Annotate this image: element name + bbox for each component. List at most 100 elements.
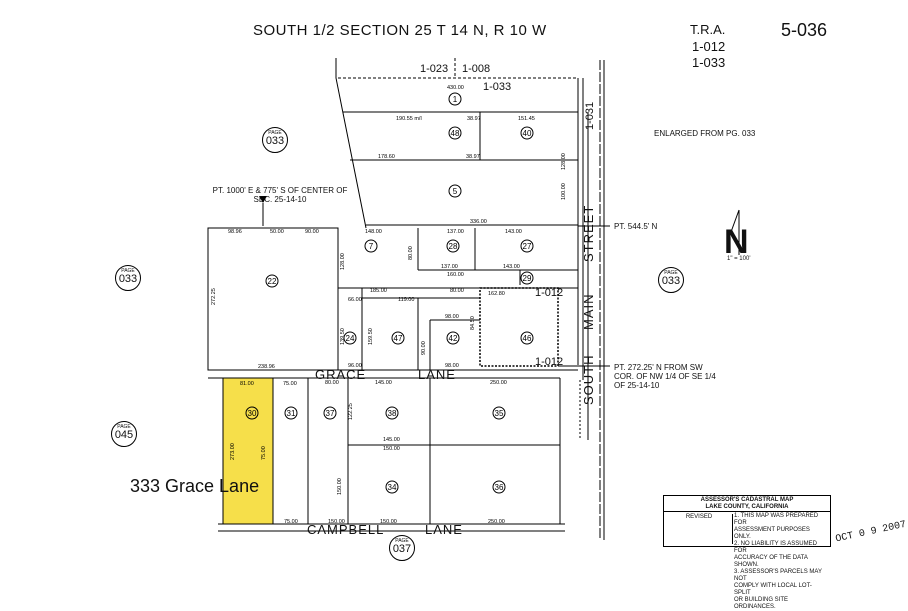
disclaimer-line: ASSESSMENT PURPOSES ONLY. (734, 527, 810, 540)
dimension-label: 80.00 (325, 380, 339, 386)
tra-zone: 1-031 (584, 101, 596, 130)
street-campbell: CAMPBELL (307, 522, 385, 537)
parcel-36[interactable]: 36 (495, 483, 504, 492)
dimension-label: 98.96 (228, 229, 242, 235)
dimension-label: 238.96 (258, 364, 275, 370)
dimension-label: 145.00 (375, 380, 392, 386)
assessor-title: ASSESSOR'S CADASTRAL MAP (700, 497, 794, 503)
map-title: SOUTH 1/2 SECTION 25 T 14 N, R 10 W (253, 22, 547, 39)
dimension-label: 336.00 (470, 219, 487, 225)
street-main: SOUTH (581, 354, 596, 406)
dimension-label: 38.97 (466, 154, 480, 160)
dimension-label: 139.50 (340, 328, 346, 345)
dimension-label: 81.00 (240, 381, 254, 387)
dimension-label: 190.55 m/l (396, 116, 422, 122)
point-note: PT. 544.5' N (614, 222, 658, 231)
dimension-label: 273.00 (230, 443, 236, 460)
parcel-29[interactable]: 29 (523, 274, 532, 283)
map-page-number: 5-036 (781, 20, 828, 40)
dimension-label: 143.00 (505, 229, 522, 235)
street-campbell: LANE (425, 522, 463, 537)
dimension-label: 150.00 (383, 446, 400, 452)
enlarged-note: ENLARGED FROM PG. 033 (654, 129, 756, 138)
dimension-label: 122.25 (348, 403, 354, 420)
dimension-label: 145.00 (383, 437, 400, 443)
parcel-40[interactable]: 40 (523, 129, 532, 138)
street-main: MAIN (581, 293, 596, 331)
tra-zone: 1-012 (535, 287, 564, 299)
dimension-label: 128.00 (561, 153, 567, 170)
dimension-label: 98.00 (445, 314, 459, 320)
dimension-label: 151.45 (518, 116, 535, 122)
dimension-label: 98.00 (445, 363, 459, 369)
disclaimer-line: 3. ASSESSOR'S PARCELS MAY NOT (734, 569, 822, 582)
disclaimer-line: ACCURACY OF THE DATA SHOWN. (734, 555, 808, 568)
parcel-27[interactable]: 27 (523, 242, 532, 251)
parcel-42[interactable]: 42 (449, 334, 458, 343)
parcel-46[interactable]: 46 (523, 334, 532, 343)
revised-label: REVISED (685, 514, 713, 520)
parcel-37[interactable]: 37 (326, 409, 335, 418)
dimension-label: 75.00 (261, 446, 267, 460)
dimension-label: 137.00 (447, 229, 464, 235)
scale-label: 1" = 100' (727, 256, 751, 262)
tra-label: T.R.A. (690, 22, 726, 37)
dimension-label: 137.00 (441, 264, 458, 270)
dimension-label: 185.00 (370, 288, 387, 294)
parcel-47[interactable]: 47 (394, 334, 403, 343)
dimension-label: 272.25 (211, 288, 217, 305)
point-note: PT. 1000' E & 775' S OF CENTER OF SEC. 2… (212, 186, 348, 204)
dimension-label: 100.00 (561, 183, 567, 200)
dimension-label: 66.00 (348, 297, 362, 303)
parcel-22[interactable]: 22 (268, 277, 277, 286)
tra-zone: 1-023 (420, 63, 449, 75)
dimension-label: 80.00 (450, 288, 464, 294)
parcel-30[interactable]: 30 (248, 409, 257, 418)
dimension-label: 150.00 (328, 519, 345, 525)
dimension-label: 50.00 (270, 229, 284, 235)
parcel-1[interactable]: 1 (453, 95, 458, 104)
dimension-label: 148.00 (365, 229, 382, 235)
dimension-label: 90.00 (305, 229, 319, 235)
parcel-48[interactable]: 48 (451, 129, 460, 138)
dimension-label: 150.00 (380, 519, 397, 525)
dimension-label: 143.00 (503, 264, 520, 270)
dimension-label: 159.50 (368, 328, 374, 345)
dimension-label: 128.00 (340, 253, 346, 270)
dimension-label: 38.97 (467, 116, 481, 122)
parcel-38[interactable]: 38 (388, 409, 397, 418)
parcel-28[interactable]: 28 (449, 242, 458, 251)
dimension-label: 150.00 (337, 478, 343, 495)
street-grace: LANE (418, 367, 456, 382)
parcel-35[interactable]: 35 (495, 409, 504, 418)
tra-zone: 1-008 (462, 63, 491, 75)
dimension-label: 430.00 (447, 85, 464, 91)
parcel-map: 1 48 40 5 7 28 27 29 22 24 47 42 46 30 31 37 38 35 34 36 43… (207, 58, 740, 540)
dimension-label: 162.80 (488, 291, 505, 297)
disclaimer-line: OR BUILDING SITE ORDINANCES. (734, 597, 789, 610)
tra-zone: 1-012 (535, 356, 564, 368)
point-note: PT. 272.25' N FROM SW COR. OF NW 1/4 OF … (614, 363, 716, 390)
dimension-label: 250.00 (488, 519, 505, 525)
dimension-label: 75.00 (283, 381, 297, 387)
parcel-31[interactable]: 31 (287, 409, 296, 418)
north-letter: N (724, 223, 749, 261)
dimension-label: 160.00 (447, 272, 464, 278)
parcel-34[interactable]: 34 (388, 483, 397, 492)
parcel-5[interactable]: 5 (453, 187, 458, 196)
street-grace: GRACE (315, 367, 367, 382)
tra-zone: 1-033 (483, 81, 512, 93)
tra-code: 1-012 (692, 39, 726, 54)
dimension-label: 250.00 (490, 380, 507, 386)
parcel-24[interactable]: 24 (346, 334, 355, 343)
disclaimer-line: COMPLY WITH LOCAL LOT-SPLIT (734, 583, 812, 596)
dimension-label: 80.00 (408, 246, 414, 260)
highlighted-parcel[interactable] (222, 377, 274, 525)
parcel-7[interactable]: 7 (369, 242, 374, 251)
